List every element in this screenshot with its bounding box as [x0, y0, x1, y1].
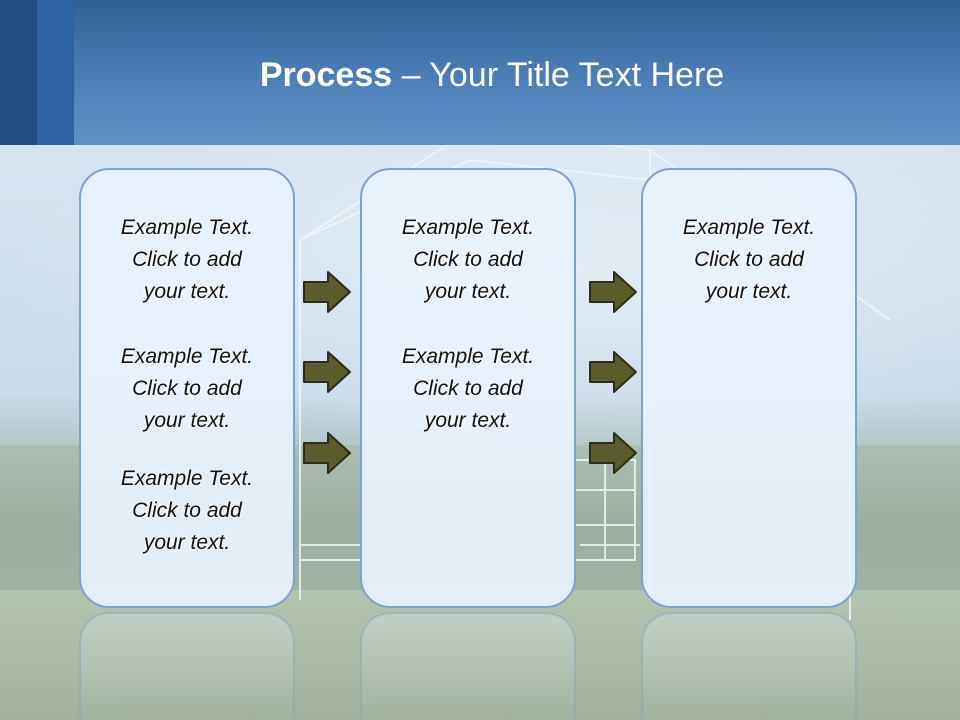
right-arrow-icon[interactable]: [588, 350, 638, 394]
accent-stripe-dark: [0, 0, 37, 145]
right-arrow-icon[interactable]: [588, 270, 638, 314]
right-arrow-icon[interactable]: [302, 431, 352, 475]
right-arrow-icon[interactable]: [588, 431, 638, 475]
title-bar: Process – Your Title Text Here: [0, 0, 960, 145]
right-arrow-icon[interactable]: [302, 270, 352, 314]
panel-2-text-1[interactable]: Example Text. Click to add your text.: [401, 216, 535, 303]
slide-title-bold: Process: [259, 56, 393, 94]
panel-1-text-2[interactable]: Example Text. Click to add your text.: [120, 345, 254, 432]
accent-stripe-light: [37, 0, 74, 145]
header-accent-stripes: [0, 0, 74, 145]
panel-1-text-1[interactable]: Example Text. Click to add your text.: [120, 216, 254, 303]
process-panel-1[interactable]: Example Text. Click to add your text. Ex…: [79, 168, 295, 608]
slide-title-rest: – Your Title Text Here: [392, 56, 725, 94]
process-panel-2-reflection: [360, 612, 576, 720]
right-arrow-icon[interactable]: [302, 350, 352, 394]
process-panel-3-reflection: [641, 612, 857, 720]
process-panel-1-reflection: [79, 612, 295, 720]
panel-1-text-3[interactable]: Example Text. Click to add your text.: [120, 467, 254, 554]
process-panel-2[interactable]: Example Text. Click to add your text. Ex…: [360, 168, 576, 608]
slide-title[interactable]: Process – Your Title Text Here: [0, 52, 960, 98]
grass-background: [0, 590, 960, 720]
process-panel-3[interactable]: Example Text. Click to add your text.: [641, 168, 857, 608]
panel-3-text-1[interactable]: Example Text. Click to add your text.: [682, 216, 816, 303]
panel-2-text-2[interactable]: Example Text. Click to add your text.: [401, 345, 535, 432]
